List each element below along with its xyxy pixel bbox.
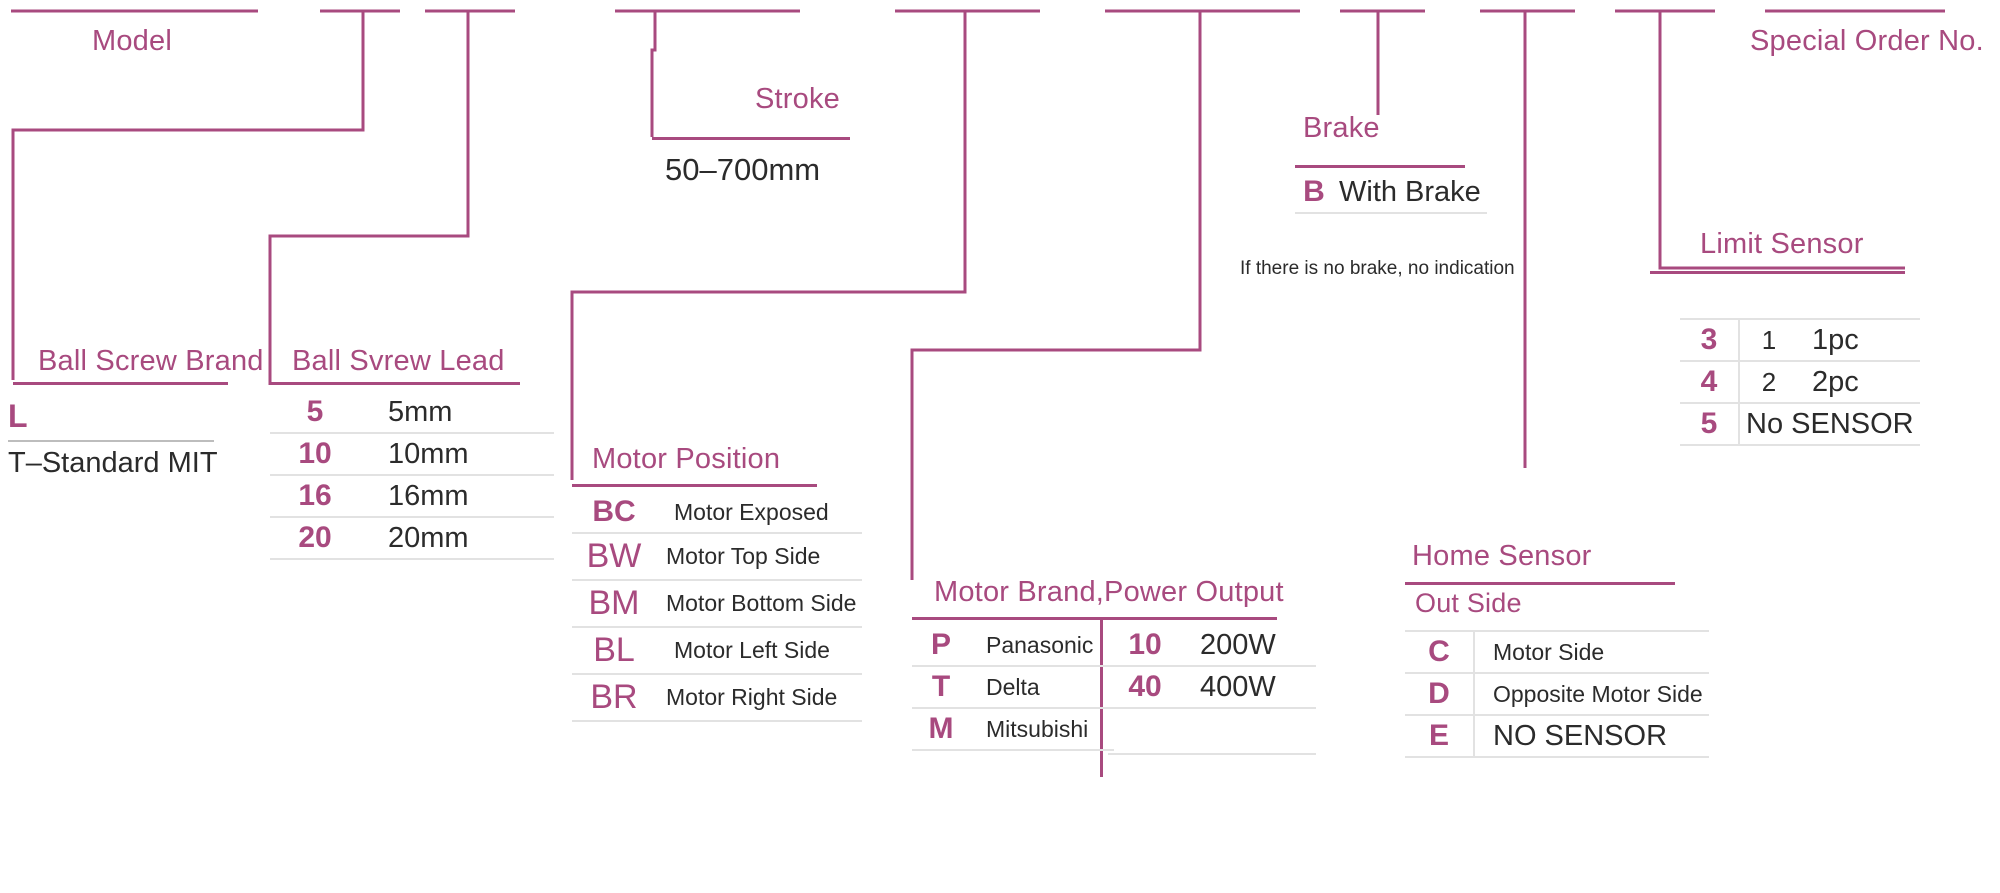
heading-brake: Brake [1303,112,1380,144]
table-row[interactable]: M Mitsubishi [912,708,1114,751]
motor-brand-desc-0: Panasonic [970,625,1114,667]
table-row[interactable]: 3 1 1pc [1680,318,1920,362]
ball-screw-brand-underline [13,382,228,385]
motor-power-desc-2 [1182,708,1316,755]
heading-special-order-no: Special Order No. [1750,25,1984,57]
table-row[interactable]: C Motor Side [1405,630,1709,674]
limit-sensor-table: 3 1 1pc 4 2 2pc 5 No SENSOR [1680,318,1920,446]
motor-position-desc-0: Motor Exposed [656,492,863,534]
motor-position-code-2: BM [572,580,656,628]
lead-desc-0: 5mm [360,392,554,434]
motor-position-underline [572,484,817,487]
motor-brand-desc-1: Delta [970,666,1114,709]
motor-power-code-1: 40 [1108,666,1182,709]
motor-power-desc-0: 200W [1182,625,1316,667]
heading-ball-screw-brand: Ball Screw Brand [38,345,264,377]
home-sensor-desc-0: Motor Side [1473,630,1709,674]
heading-motor-position: Motor Position [592,443,781,475]
brake-note: If there is no brake, no indication [1240,258,1515,279]
table-row[interactable]: BL Motor Left Side [572,627,863,675]
motor-brand-code-0: P [912,625,970,667]
limit-sensor-desc-0: 1pc [1798,318,1920,362]
table-row[interactable]: 40 400W [1108,666,1316,709]
table-row[interactable]: 10 200W [1108,625,1316,667]
lead-desc-1: 10mm [360,433,554,476]
motor-power-desc-1: 400W [1182,666,1316,709]
motor-power-code-0: 10 [1108,625,1182,667]
lead-code-0: 5 [270,392,360,434]
heading-stroke: Stroke [755,83,841,115]
ball-screw-lead-table: 5 5mm 10 10mm 16 16mm 20 20mm [270,392,554,560]
home-sensor-code-1: D [1405,673,1474,716]
heading-motor-brand-power: Motor Brand,Power Output [934,576,1284,608]
motor-brand-table: P Panasonic T Delta M Mitsubishi [912,625,1114,751]
table-row[interactable]: BW Motor Top Side [572,533,863,581]
table-row[interactable]: P Panasonic [912,625,1114,667]
home-sensor-code-2: E [1405,715,1474,758]
ball-screw-lead-underline [270,382,520,385]
motor-power-table: 10 200W 40 400W [1108,625,1316,755]
limit-sensor-code-0: 3 [1680,318,1739,362]
home-sensor-desc-1: Opposite Motor Side [1473,673,1709,716]
ball-screw-brand-code: L [8,398,28,434]
table-row[interactable]: 16 16mm [270,475,554,518]
table-row[interactable]: BR Motor Right Side [572,674,863,722]
ball-screw-brand-rule [8,440,214,442]
ball-screw-brand-desc: T–Standard MIT [8,447,218,479]
table-row[interactable]: E NO SENSOR [1405,715,1709,758]
motor-position-code-0: BC [572,492,656,534]
motor-position-desc-3: Motor Left Side [656,627,863,675]
motor-power-code-2 [1108,708,1182,755]
limit-sensor-mid-0: 1 [1738,318,1798,362]
lead-code-2: 16 [270,475,360,518]
limit-sensor-desc-2: No SENSOR [1738,403,1920,446]
table-row[interactable]: 20 20mm [270,517,554,560]
motor-position-table: BC Motor Exposed BW Motor Top Side BM Mo… [572,492,863,722]
motor-position-desc-2: Motor Bottom Side [656,580,863,628]
heading-limit-sensor: Limit Sensor [1700,228,1864,260]
limit-sensor-code-1: 4 [1680,361,1739,404]
lead-desc-2: 16mm [360,475,554,518]
home-sensor-underline [1405,582,1675,585]
lead-desc-3: 20mm [360,517,554,560]
stroke-underline [652,137,850,140]
table-row[interactable]: BC Motor Exposed [572,492,863,534]
lead-code-1: 10 [270,433,360,476]
table-row[interactable]: D Opposite Motor Side [1405,673,1709,716]
table-row[interactable]: B With Brake [1295,172,1487,214]
brake-table: B With Brake [1295,172,1487,214]
table-row[interactable]: 5 No SENSOR [1680,403,1920,446]
brake-underline [1295,165,1465,168]
brake-desc: With Brake [1333,172,1487,214]
table-row[interactable] [1108,708,1316,755]
table-row[interactable]: 10 10mm [270,433,554,476]
home-sensor-desc-2: NO SENSOR [1473,715,1709,758]
heading-home-sensor: Home Sensor [1412,540,1592,572]
limit-sensor-code-2: 5 [1680,403,1739,446]
motor-brand-power-underline [912,617,1277,620]
limit-sensor-mid-1: 2 [1738,361,1798,404]
stroke-value: 50–700mm [665,152,821,187]
motor-position-code-1: BW [572,533,656,581]
motor-position-code-3: BL [572,627,656,675]
heading-model: Model [92,25,172,57]
table-row[interactable]: T Delta [912,666,1114,709]
motor-brand-code-1: T [912,666,970,709]
table-row[interactable]: 5 5mm [270,392,554,434]
motor-position-desc-4: Motor Right Side [656,674,863,722]
limit-sensor-desc-1: 2pc [1798,361,1920,404]
limit-sensor-underline [1650,271,1905,274]
motor-position-code-4: BR [572,674,656,722]
motor-brand-code-2: M [912,708,970,751]
brake-code: B [1295,172,1333,214]
lead-code-3: 20 [270,517,360,560]
table-row[interactable]: BM Motor Bottom Side [572,580,863,628]
motor-brand-desc-2: Mitsubishi [970,708,1114,751]
heading-ball-screw-lead: Ball Svrew Lead [292,345,505,377]
home-sensor-code-0: C [1405,630,1474,674]
table-row[interactable]: 4 2 2pc [1680,361,1920,404]
home-sensor-table: C Motor Side D Opposite Motor Side E NO … [1405,630,1709,758]
motor-position-desc-1: Motor Top Side [656,533,863,581]
home-sensor-subheading: Out Side [1415,588,1522,618]
